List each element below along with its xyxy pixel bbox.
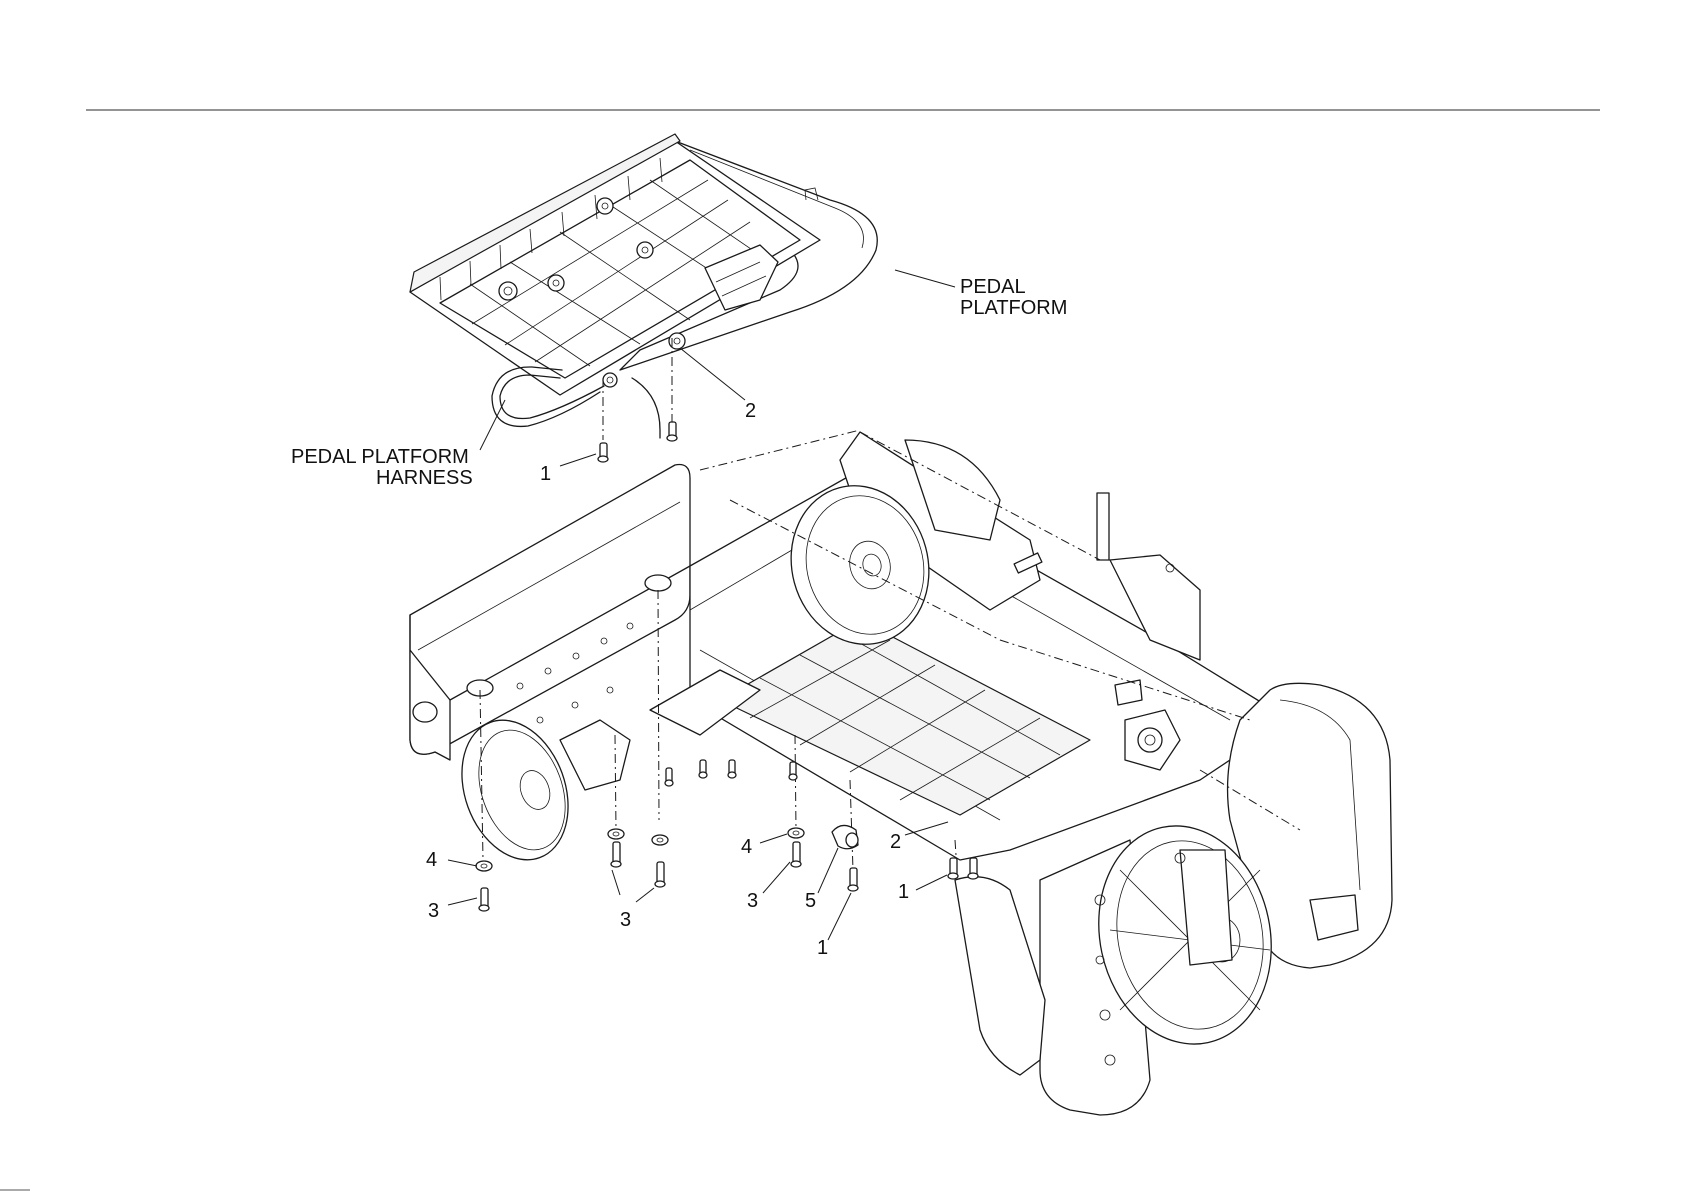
cable-clip — [832, 825, 858, 848]
washer-mid-b — [652, 835, 668, 845]
callout-3-left: 3 — [428, 900, 439, 922]
screw-clip — [848, 868, 858, 891]
screw-far-right-2 — [968, 858, 978, 879]
screw-left — [479, 888, 489, 911]
label-harness-line1: PEDAL PLATFORM — [291, 446, 469, 468]
callout-2-top: 2 — [745, 400, 756, 422]
screw-top-1 — [598, 443, 608, 462]
washer-right — [788, 828, 804, 838]
base-frame-part — [410, 432, 1392, 1115]
screw-top-2 — [667, 422, 677, 441]
pedal-platform-part — [410, 134, 877, 438]
screw-rail-2 — [699, 760, 707, 778]
label-pedal-platform-line2: PLATFORM — [960, 297, 1067, 319]
callout-2-right: 2 — [890, 831, 901, 853]
screw-rail-1 — [665, 768, 673, 786]
screw-mid-b — [655, 862, 665, 887]
callout-3-right: 3 — [747, 890, 758, 912]
callout-1-bottom: 1 — [817, 937, 828, 959]
label-harness-line2: HARNESS — [376, 467, 473, 489]
screw-right — [791, 842, 801, 867]
washer-mid-a — [608, 829, 624, 839]
screw-far-right-1 — [948, 858, 958, 879]
screw-rail-4 — [789, 762, 797, 780]
callout-3-mid: 3 — [620, 909, 631, 931]
screw-rail-3 — [728, 760, 736, 778]
callout-4-mid: 4 — [741, 836, 752, 858]
screw-mid-a — [611, 842, 621, 867]
callout-4-left: 4 — [426, 849, 437, 871]
callout-5: 5 — [805, 890, 816, 912]
washer-left — [476, 861, 492, 871]
callout-1-right: 1 — [898, 881, 909, 903]
callout-1-top: 1 — [540, 463, 551, 485]
label-pedal-platform-line1: PEDAL — [960, 276, 1026, 298]
